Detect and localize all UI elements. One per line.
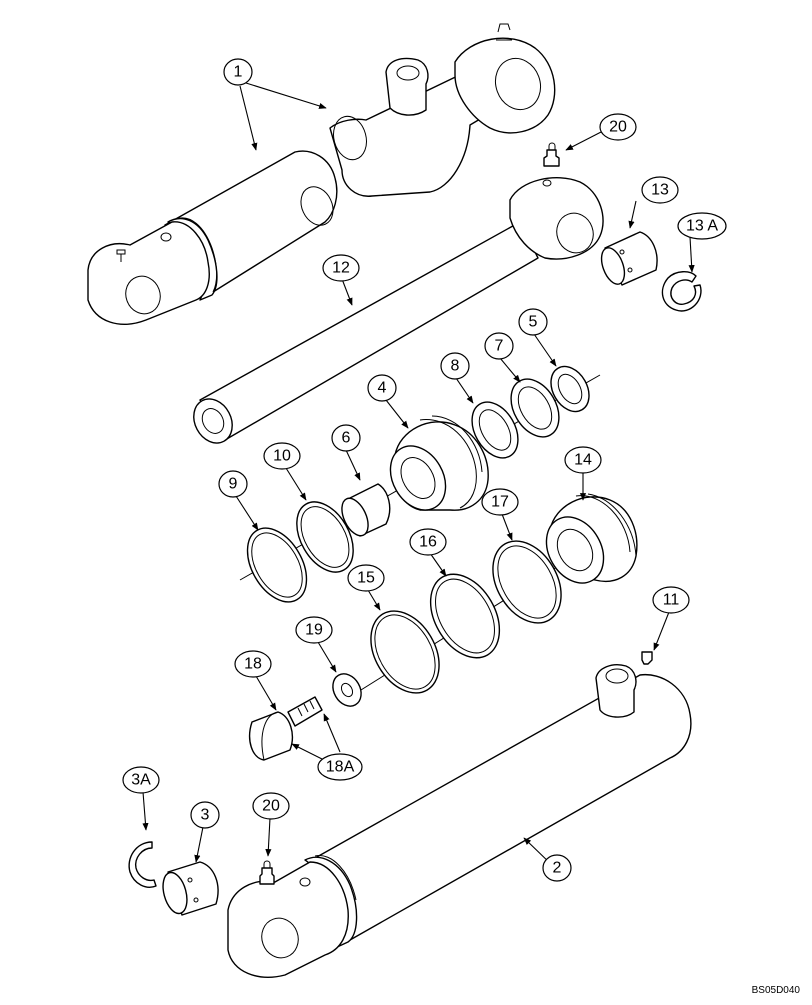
callout-19: 19 bbox=[295, 616, 333, 644]
callout-9: 9 bbox=[218, 470, 248, 498]
callout-label: 18A bbox=[326, 759, 355, 776]
ring-17 bbox=[492, 540, 562, 624]
callout-label: 16 bbox=[419, 534, 437, 551]
callout-label: 15 bbox=[357, 570, 375, 587]
callout-label: 13 bbox=[651, 182, 669, 199]
bushing-3 bbox=[162, 861, 219, 916]
callout-label: 9 bbox=[229, 476, 238, 493]
callout-7: 7 bbox=[484, 332, 514, 360]
callout-label: 4 bbox=[378, 380, 387, 397]
gland-4 bbox=[389, 415, 489, 511]
callout-label: 20 bbox=[609, 119, 627, 136]
ring-15 bbox=[370, 610, 440, 694]
piston-14 bbox=[545, 493, 638, 584]
snap-ring-13a bbox=[661, 271, 702, 312]
callout-3: 3 bbox=[190, 801, 220, 829]
drawing-code: BS05D040 bbox=[752, 985, 801, 996]
grease-fitting-20-lower bbox=[259, 860, 275, 885]
callout-15: 15 bbox=[347, 564, 385, 592]
ring-16 bbox=[429, 573, 501, 659]
callout-17: 17 bbox=[481, 488, 519, 516]
callout-label: 11 bbox=[663, 592, 680, 609]
callout-label: 3A bbox=[131, 772, 151, 789]
callout-label: 18 bbox=[244, 656, 262, 673]
callout-20-lower: 20 bbox=[252, 792, 290, 820]
callout-10: 10 bbox=[263, 442, 301, 470]
callout-11: 11 bbox=[652, 586, 690, 614]
callout-13: 13 bbox=[641, 176, 679, 204]
rod-end-eye-upper bbox=[329, 23, 556, 197]
callout-label: 2 bbox=[553, 860, 562, 877]
callout-8: 8 bbox=[440, 352, 470, 380]
piston-rod bbox=[193, 176, 604, 444]
grease-fitting-20-upper bbox=[543, 142, 560, 167]
bearing-6 bbox=[341, 483, 391, 537]
callout-label: 6 bbox=[342, 430, 351, 447]
callout-label: 10 bbox=[273, 448, 291, 465]
barrel-assembly-lower bbox=[227, 664, 692, 978]
callout-18: 18 bbox=[234, 650, 272, 678]
bushing-13 bbox=[600, 231, 658, 286]
callout-3a: 3A bbox=[122, 766, 160, 794]
washer-5 bbox=[550, 365, 590, 413]
callout-label: 17 bbox=[491, 494, 509, 511]
callout-label: 8 bbox=[451, 358, 460, 375]
callout-label: 14 bbox=[574, 452, 592, 469]
callout-6: 6 bbox=[331, 424, 361, 452]
washer-19 bbox=[332, 673, 362, 707]
callout-label: 5 bbox=[529, 314, 538, 331]
barrel-clevis-upper bbox=[87, 221, 210, 325]
callout-label: 7 bbox=[495, 338, 504, 355]
callout-14: 14 bbox=[564, 446, 602, 474]
callout-4: 4 bbox=[367, 374, 397, 402]
callout-13a: 13 A bbox=[677, 212, 727, 240]
callout-2: 2 bbox=[542, 854, 572, 882]
seal-8 bbox=[471, 401, 519, 459]
callout-label: 20 bbox=[262, 798, 280, 815]
callout-5: 5 bbox=[518, 308, 548, 336]
callout-label: 3 bbox=[201, 807, 210, 824]
callout-label: 1 bbox=[234, 64, 243, 81]
callout-1: 1 bbox=[223, 58, 253, 86]
callout-18a: 18A bbox=[317, 753, 363, 781]
plug-11 bbox=[641, 651, 653, 665]
ring-10 bbox=[296, 501, 354, 573]
callout-20-upper: 20 bbox=[599, 113, 637, 141]
barrel-assembly-upper bbox=[87, 23, 556, 325]
callout-label: 12 bbox=[332, 260, 350, 277]
callout-label: 13 A bbox=[686, 218, 718, 235]
bolt-18 bbox=[248, 696, 323, 761]
callout-16: 16 bbox=[409, 528, 447, 556]
callout-12: 12 bbox=[322, 254, 360, 282]
snap-ring-3a bbox=[128, 841, 157, 888]
callout-label: 19 bbox=[305, 622, 323, 639]
